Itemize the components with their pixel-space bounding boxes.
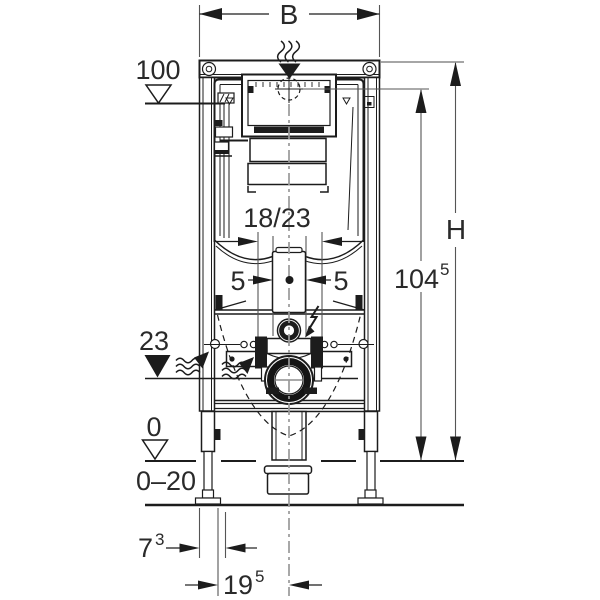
arrow-down-icon xyxy=(450,436,461,461)
arrow-down-icon xyxy=(415,436,427,461)
level-marker-100: 100 xyxy=(135,55,181,105)
water-flow-icon-left xyxy=(175,351,209,376)
arrow-right-icon xyxy=(238,237,258,246)
arrow-right-icon xyxy=(179,543,200,553)
dimension-18-23: 18/23 xyxy=(216,203,362,246)
dimension-b: B xyxy=(198,0,381,57)
water-supply-connection xyxy=(276,318,302,343)
arrow-left-icon xyxy=(289,580,309,590)
arrow-left-icon xyxy=(322,237,342,246)
level-marker-0: 0 xyxy=(141,412,169,461)
arrow-left-icon xyxy=(225,543,246,553)
dimension-7-3: 7 3 xyxy=(138,508,257,563)
corner-screw-icon xyxy=(201,61,217,77)
mounting-frame xyxy=(198,59,381,413)
support-leg-left xyxy=(194,410,222,505)
level-0-label: 0 xyxy=(146,412,161,442)
arrow-right-icon xyxy=(198,580,218,590)
flush-actuation-icon xyxy=(276,40,301,79)
dimension-19-5: 19 5 xyxy=(185,508,322,600)
level-23-label: 23 xyxy=(139,326,169,356)
actuation-crosshair-icon xyxy=(275,75,303,103)
dim-195-label: 19 xyxy=(223,570,253,600)
scale-ticks xyxy=(255,82,320,87)
water-level-triangle-icon xyxy=(342,97,351,105)
level-100-label: 100 xyxy=(135,55,180,85)
arrow-left-icon xyxy=(306,275,326,285)
dimension-104: 104 5 xyxy=(303,88,449,461)
arrow-right-icon xyxy=(253,275,273,285)
level-open-triangle-icon xyxy=(141,439,169,461)
foot-plate-right xyxy=(357,497,384,505)
corner-screw-icon xyxy=(362,61,377,77)
dim-1823-label: 18/23 xyxy=(243,203,311,233)
dim-5-right-label: 5 xyxy=(333,266,348,296)
level-marker-23: 23 xyxy=(139,326,171,378)
support-leg-right xyxy=(357,410,384,505)
frame-rail-right xyxy=(363,76,381,412)
arrow-up-icon xyxy=(415,89,427,113)
dim-5-left-label: 5 xyxy=(230,266,245,296)
dimension-h: H xyxy=(380,61,468,461)
concealed-cistern xyxy=(213,73,375,265)
protection-plate-upper xyxy=(249,137,327,163)
arrow-left-icon xyxy=(199,8,222,20)
dim-104-sup: 5 xyxy=(440,260,449,279)
dim-h-label: H xyxy=(446,214,466,245)
flush-valve xyxy=(342,96,375,231)
power-connection-icon xyxy=(305,305,320,338)
level-open-triangle-icon xyxy=(144,84,173,105)
dim-104-label: 104 xyxy=(394,264,439,294)
outlet-box xyxy=(263,465,313,495)
arrow-up-icon xyxy=(450,62,461,86)
dim-195-sup: 5 xyxy=(255,567,264,586)
arrow-right-icon xyxy=(357,8,380,20)
fill-valve xyxy=(217,92,235,238)
protection-plate-lower xyxy=(247,162,327,186)
center-point-dot xyxy=(285,276,294,284)
foot-plate-left xyxy=(194,497,222,505)
dim-73-label: 7 xyxy=(138,533,153,563)
dim-73-sup: 3 xyxy=(155,530,164,549)
cistern-bottom-curve xyxy=(213,239,273,261)
label-plate-icon xyxy=(364,96,375,108)
dim-b-label: B xyxy=(280,0,299,30)
dimension-5-5: 5 5 xyxy=(230,266,348,296)
level-filled-triangle-icon xyxy=(144,355,171,378)
wc-pan-outline xyxy=(216,314,362,437)
water-level-triangle-icon xyxy=(225,97,234,105)
floor-range-label: 0–20 xyxy=(136,466,196,496)
